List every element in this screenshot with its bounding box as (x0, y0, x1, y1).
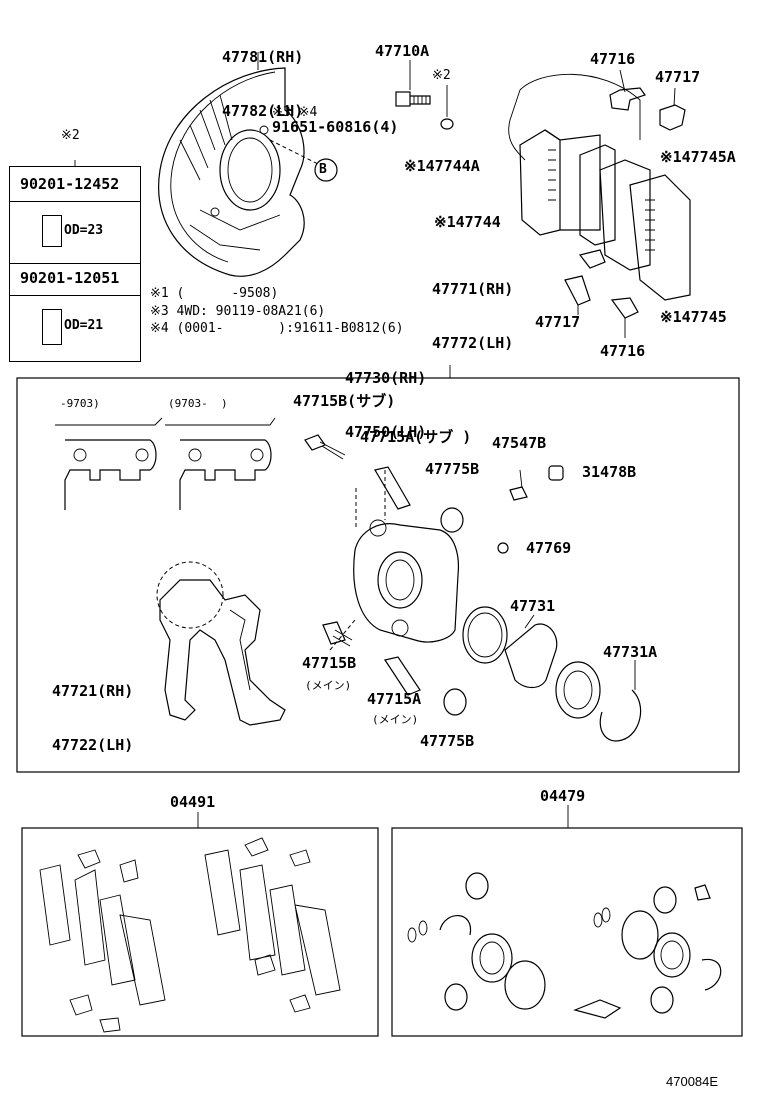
part-47715b-main-note: (メイン) (305, 679, 352, 692)
clip-label-a-bottom: 47717 (535, 313, 581, 331)
clips-top-drawing (564, 69, 686, 338)
washer-icon-1 (42, 215, 62, 247)
dust-shield-label: 47781(RH) 47782(LH) (222, 48, 304, 120)
part-47715a-main: 47715A (367, 690, 422, 708)
washer-part-1: 90201-12452 (20, 175, 120, 193)
washer-od-2: OD=21 (64, 318, 104, 333)
clip-label-b-bottom: 47716 (600, 342, 646, 360)
screw-note: ※3 ※4 (272, 105, 318, 120)
bolt-label: 47710A (375, 42, 430, 60)
screw-label: 91651-60816(4) (272, 118, 399, 136)
part-47775b-top: 47775B (425, 460, 480, 478)
dust-shield-drawing (158, 67, 338, 277)
pad-label-b: ※147745A (660, 148, 736, 166)
kit-label-pads: 04491 (170, 793, 216, 811)
part-47769: 47769 (526, 539, 572, 557)
pad-label-c: ※147744 (434, 213, 501, 231)
washer-part-2: 90201-12051 (20, 269, 120, 287)
kit-seals-drawing (407, 872, 722, 1019)
clip-label-a-top: 47716 (590, 50, 636, 68)
bracket-range-b: (9703- ) (168, 397, 228, 410)
washer-table: 90201-12452 OD=23 90201-12051 OD=21 (9, 166, 141, 362)
caliper-body-drawing (329, 470, 460, 651)
note-3: ※3 4WD: 90119-08A21(6) (150, 304, 326, 319)
washer-icon-2 (42, 309, 62, 345)
pad-label-a: ※147744A (404, 157, 480, 175)
shim-label: 47771(RH) 47772(LH) (432, 280, 514, 352)
part-31478b: 31478B (582, 463, 637, 481)
kit-label-seals: 04479 (540, 787, 586, 805)
bolt-note: ※2 (432, 68, 451, 83)
caliper-label: 47730(RH) 47750(LH) (345, 369, 427, 441)
diagram-code: 470084E (666, 1074, 719, 1089)
piston-seals-drawing (462, 606, 642, 742)
part-47715a-sub: 47715A(サブ ) (360, 428, 472, 446)
bracket-range-a: -9703) (60, 397, 100, 410)
part-47775b-bottom: 47775B (420, 732, 475, 750)
table-note: ※2 (61, 128, 80, 143)
kit-pads-drawing (39, 837, 341, 1033)
note-1: ※1 ( -9508) (150, 286, 279, 301)
bolt-top-drawing (395, 60, 454, 130)
part-47731a: 47731A (603, 643, 658, 661)
washer-od-1: OD=23 (64, 223, 104, 238)
mounting-bracket-drawing (156, 561, 286, 726)
pads-top-drawing (519, 129, 691, 301)
mounting-bracket-label: 47721(RH) 47722(LH) (52, 682, 134, 754)
pad-label-d: ※147745 (660, 308, 727, 326)
note-4: ※4 (0001- ):91611-B0812(6) (150, 321, 404, 336)
part-47715a-main-note: (メイン) (372, 713, 419, 726)
part-47731: 47731 (510, 597, 556, 615)
part-47715b-main: 47715B (302, 654, 357, 672)
bracket-shims-drawing (55, 417, 276, 510)
pins-drawing (304, 434, 564, 716)
part-47715b-sub: 47715B(サブ) (293, 392, 396, 410)
clip-label-b-top: 47717 (655, 68, 701, 86)
part-47547b: 47547B (492, 434, 547, 452)
circle-b-label: B (319, 162, 327, 177)
